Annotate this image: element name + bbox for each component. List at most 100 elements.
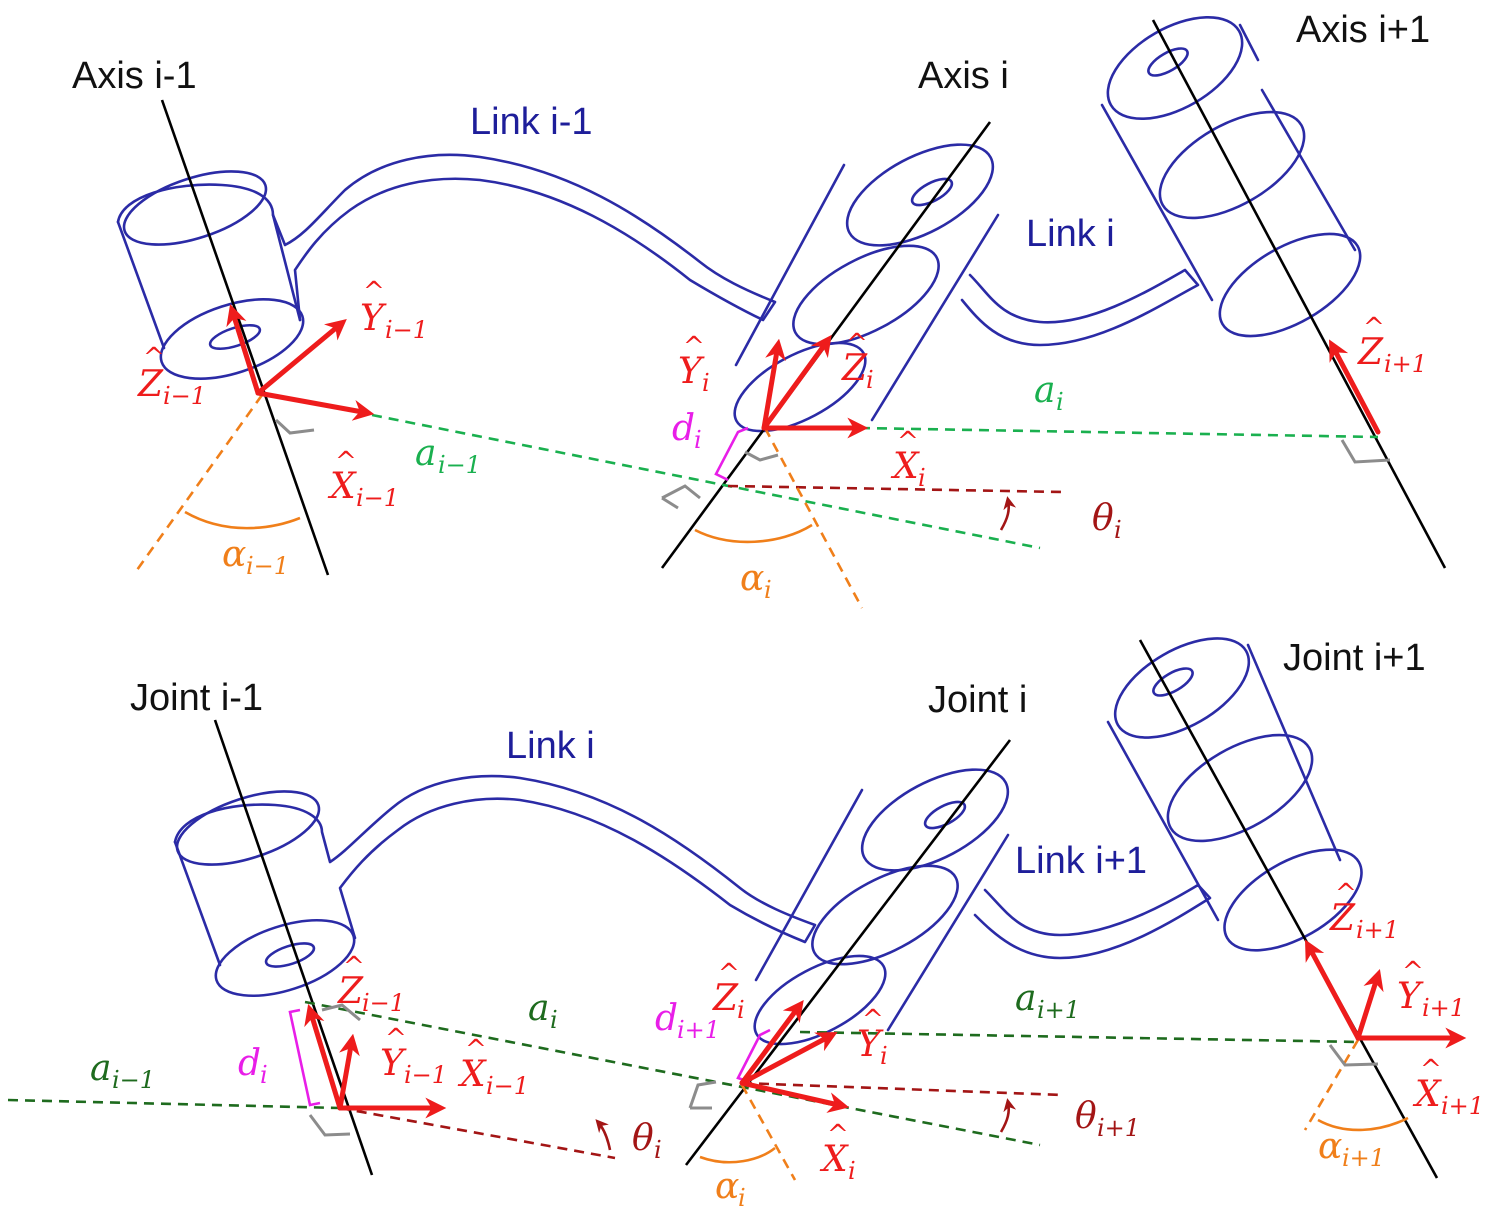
y-cur-label: ^ Y i bbox=[678, 332, 710, 397]
alpha-ref-next bbox=[1303, 1039, 1360, 1131]
svg-text:i−1: i−1 bbox=[385, 316, 428, 344]
theta-ref-line bbox=[727, 484, 1063, 494]
svg-text:X: X bbox=[890, 446, 920, 487]
theta-arc-next bbox=[999, 1098, 1017, 1133]
svg-text:a: a bbox=[1034, 370, 1055, 411]
right-angle-b3 bbox=[688, 1080, 717, 1110]
d-cur-bracket-bottom bbox=[288, 1008, 321, 1107]
link-next-shape-bottom bbox=[753, 768, 1212, 1046]
svg-text:^: ^ bbox=[718, 959, 740, 989]
svg-text:i−1: i−1 bbox=[404, 1061, 447, 1089]
svg-text:d: d bbox=[238, 1043, 261, 1084]
svg-text:^: ^ bbox=[897, 427, 919, 457]
x-cur-label-bottom: ^ X i bbox=[819, 1120, 856, 1185]
svg-text:i−1: i−1 bbox=[486, 1072, 529, 1100]
theta-arc-cur bbox=[999, 496, 1017, 531]
svg-text:^: ^ bbox=[385, 1024, 407, 1054]
right-angle-2 bbox=[661, 484, 701, 510]
theta-ref-line-cur bbox=[339, 1106, 616, 1160]
d-cur-bracket bbox=[714, 426, 749, 482]
alpha-arc-cur-bottom bbox=[699, 1146, 776, 1164]
svg-text:i−1: i−1 bbox=[356, 484, 399, 512]
svg-text:^: ^ bbox=[465, 1035, 487, 1065]
svg-text:i: i bbox=[866, 366, 874, 394]
svg-text:X: X bbox=[327, 466, 357, 507]
frame-next-arrows-bottom bbox=[1305, 939, 1467, 1049]
frame-cur-arrows-bottom bbox=[739, 999, 850, 1113]
theta-arc-cur-bottom bbox=[595, 1119, 612, 1151]
svg-text:Y: Y bbox=[360, 298, 387, 339]
svg-text:a: a bbox=[528, 988, 549, 1029]
svg-text:i: i bbox=[1056, 388, 1064, 416]
axis-prev-line bbox=[160, 99, 330, 576]
bottom-diagram: Joint i-1 Joint i Joint i+1 Link i Link … bbox=[7, 637, 1484, 1211]
top-diagram: Axis i-1 Axis i Axis i+1 Link i-1 Link i… bbox=[72, 9, 1447, 609]
svg-text:i: i bbox=[918, 464, 926, 492]
z-prev-label-bottom: ^ Z i−1 bbox=[337, 952, 405, 1017]
svg-text:i+1: i+1 bbox=[1037, 996, 1080, 1024]
link-prev-shape bbox=[116, 153, 777, 380]
z-next-arrow-bottom bbox=[1305, 939, 1361, 1041]
svg-text:^: ^ bbox=[862, 1005, 884, 1035]
common-normal-prev bbox=[371, 413, 1041, 550]
z-cur-label: ^ Z i bbox=[841, 329, 874, 394]
y-next-arrow-bottom bbox=[1355, 968, 1384, 1041]
right-angle-1 bbox=[274, 418, 315, 435]
theta-cur-label-bottom: θ i bbox=[632, 1118, 662, 1164]
x-prev-label: ^ X i−1 bbox=[327, 447, 399, 512]
a-prev-label-bottom: a i−1 bbox=[90, 1048, 155, 1094]
svg-text:d: d bbox=[655, 998, 678, 1039]
svg-text:i: i bbox=[694, 426, 702, 454]
a-cur-label: a i bbox=[1034, 370, 1064, 416]
svg-text:Y: Y bbox=[857, 1024, 884, 1065]
d-cur-label: d i bbox=[672, 408, 702, 454]
z-prev-label: ^ Z i−1 bbox=[137, 343, 206, 410]
svg-text:Y: Y bbox=[1397, 976, 1424, 1017]
right-angle-b4 bbox=[1328, 1044, 1379, 1067]
right-angle-4 bbox=[1340, 439, 1391, 464]
svg-text:^: ^ bbox=[683, 332, 705, 362]
svg-text:Y: Y bbox=[380, 1043, 407, 1084]
svg-text:i: i bbox=[880, 1042, 888, 1070]
a-next-label-bottom: a i+1 bbox=[1015, 978, 1080, 1024]
svg-text:θ: θ bbox=[1092, 498, 1114, 539]
svg-text:a: a bbox=[415, 433, 436, 474]
svg-text:^: ^ bbox=[343, 952, 365, 982]
a-cur-label-bottom: a i bbox=[528, 988, 558, 1034]
svg-text:i: i bbox=[738, 1184, 746, 1211]
alpha-ref-cur bbox=[763, 427, 864, 609]
alpha-ref-cur-bottom bbox=[740, 1084, 797, 1181]
z-prev-arrow-bottom bbox=[304, 1003, 343, 1111]
svg-text:X: X bbox=[1412, 1074, 1442, 1115]
y-prev-arrow bbox=[255, 318, 347, 396]
svg-text:^: ^ bbox=[1420, 1055, 1442, 1085]
svg-text:i+1: i+1 bbox=[1342, 1144, 1385, 1172]
alpha-arc-next bbox=[1317, 1116, 1409, 1132]
alpha-next-label-bottom: α i+1 bbox=[1318, 1126, 1385, 1172]
svg-text:i: i bbox=[848, 1157, 856, 1185]
joint-cur-line bbox=[684, 739, 1012, 1166]
z-cur-arrow-bottom bbox=[739, 999, 804, 1086]
z-cur-label-bottom: ^ Z i bbox=[712, 959, 745, 1024]
svg-text:i−1: i−1 bbox=[246, 552, 289, 580]
joint-prev-label: Joint i-1 bbox=[130, 677, 263, 719]
d-cur-label-bottom: d i bbox=[238, 1043, 268, 1089]
link-prev-label: Link i-1 bbox=[470, 101, 593, 143]
x-next-label-bottom: ^ X i+1 bbox=[1412, 1055, 1484, 1120]
svg-text:i: i bbox=[550, 1006, 558, 1034]
y-prev-label: ^ Y i−1 bbox=[360, 277, 428, 344]
svg-text:^: ^ bbox=[335, 447, 357, 477]
svg-text:i−1: i−1 bbox=[163, 382, 206, 410]
svg-text:i+1: i+1 bbox=[677, 1016, 720, 1044]
alpha-ref-prev bbox=[135, 394, 264, 571]
axis-prev-label: Axis i-1 bbox=[72, 55, 197, 97]
svg-text:Z: Z bbox=[712, 978, 739, 1019]
theta-next-label-bottom: θ i+1 bbox=[1075, 1096, 1140, 1142]
alpha-cur-label-bottom: α i bbox=[715, 1166, 746, 1211]
svg-text:^: ^ bbox=[1363, 313, 1385, 343]
y-prev-label-bottom: ^ Y i−1 bbox=[380, 1024, 447, 1089]
svg-text:a: a bbox=[1015, 978, 1036, 1019]
x-prev-label-bottom: ^ X i−1 bbox=[457, 1035, 529, 1100]
svg-text:α: α bbox=[222, 534, 246, 575]
